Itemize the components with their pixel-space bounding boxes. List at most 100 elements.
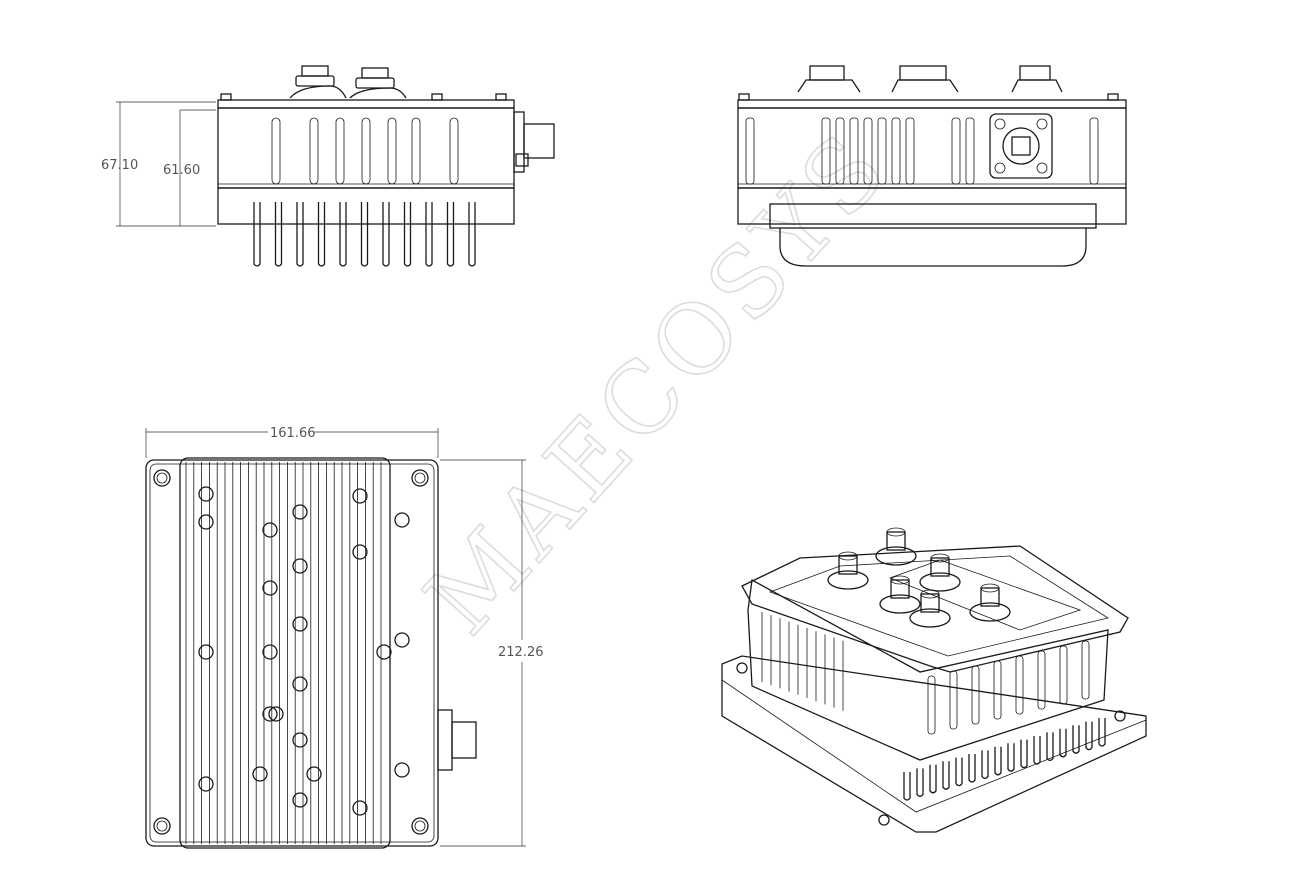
overall-height-label: 67.10 bbox=[101, 158, 138, 173]
fin-slot bbox=[335, 117, 345, 185]
width-label: 161.66 bbox=[270, 426, 316, 441]
mounting-hole bbox=[376, 644, 392, 660]
cooling-fin bbox=[1059, 645, 1068, 705]
connector-top bbox=[890, 575, 910, 585]
cooling-fin bbox=[1046, 732, 1054, 762]
fin-slot bbox=[965, 117, 975, 185]
mounting-hole bbox=[198, 486, 214, 502]
connector-nut bbox=[920, 593, 940, 613]
mounting-hole bbox=[394, 632, 410, 648]
cooling-fin bbox=[1033, 736, 1041, 765]
cooling-fin bbox=[253, 202, 261, 267]
mounting-hole bbox=[292, 676, 308, 692]
fin-slot bbox=[309, 117, 319, 185]
fin-slot bbox=[745, 117, 755, 185]
fin-slot bbox=[387, 117, 397, 185]
fin-slot bbox=[891, 117, 901, 185]
fin-slot bbox=[449, 117, 459, 185]
front-view bbox=[737, 65, 1127, 267]
mounting-hole bbox=[262, 522, 278, 538]
cooling-fin bbox=[1037, 650, 1046, 710]
fin-slot bbox=[835, 117, 845, 185]
top-view bbox=[145, 457, 477, 849]
connector-nut bbox=[980, 587, 1000, 607]
cooling-fin bbox=[942, 761, 950, 790]
cooling-fin bbox=[403, 202, 412, 267]
mounting-hole bbox=[262, 644, 278, 660]
dimension-overall-height: 67.10 bbox=[101, 101, 216, 227]
cooling-fin bbox=[994, 746, 1002, 776]
connector-nut bbox=[890, 579, 910, 599]
dimension-body-height: 61.60 bbox=[163, 109, 216, 226]
mounting-hole bbox=[198, 776, 214, 792]
connector-base bbox=[919, 572, 961, 592]
cooling-fin bbox=[1059, 728, 1067, 758]
connector-nut bbox=[930, 557, 950, 577]
cooling-fin bbox=[927, 675, 936, 735]
cooling-fin bbox=[425, 202, 433, 267]
connector-base bbox=[879, 594, 921, 614]
fin-slot bbox=[863, 117, 873, 185]
cooling-fin bbox=[916, 768, 924, 798]
cooling-fin bbox=[1007, 743, 1015, 772]
body-height-label: 61.60 bbox=[163, 163, 200, 178]
mounting-hole bbox=[292, 558, 308, 574]
mounting-hole bbox=[268, 706, 284, 722]
fin-slot bbox=[905, 117, 915, 185]
mounting-hole bbox=[198, 644, 214, 660]
length-label: 212.26 bbox=[498, 645, 544, 660]
connector-top bbox=[930, 553, 950, 563]
connector-top bbox=[886, 527, 906, 537]
dimension-width: 161.66 bbox=[145, 426, 439, 458]
cooling-fin bbox=[1072, 725, 1080, 754]
connector-top bbox=[838, 551, 858, 561]
connector-nut bbox=[886, 531, 906, 551]
cooling-fin bbox=[968, 754, 976, 783]
cooling-fin bbox=[949, 670, 958, 730]
cooling-fin bbox=[274, 202, 283, 267]
mounting-hole bbox=[252, 766, 268, 782]
cooling-fin bbox=[1098, 718, 1106, 747]
cooling-fin bbox=[1020, 739, 1028, 769]
mounting-hole bbox=[352, 544, 368, 560]
connector-base bbox=[875, 546, 917, 566]
fin-slot bbox=[951, 117, 961, 185]
mounting-hole bbox=[292, 616, 308, 632]
mounting-hole bbox=[352, 800, 368, 816]
cooling-fin bbox=[360, 202, 369, 267]
mounting-hole bbox=[306, 766, 322, 782]
connector-base bbox=[827, 570, 869, 590]
mounting-hole bbox=[292, 732, 308, 748]
fin-slot bbox=[361, 117, 371, 185]
fin-slot bbox=[1089, 117, 1099, 185]
connector-top bbox=[920, 589, 940, 599]
connector-base bbox=[969, 602, 1011, 622]
fin-slot bbox=[877, 117, 887, 185]
mounting-hole bbox=[262, 706, 278, 722]
cooling-fin bbox=[317, 202, 326, 267]
cooling-fin bbox=[971, 665, 980, 725]
mounting-hole bbox=[352, 488, 368, 504]
dimension-length: 212.26 bbox=[440, 459, 544, 847]
cooling-fin bbox=[468, 202, 476, 267]
cooling-fin bbox=[296, 202, 304, 267]
cooling-fin bbox=[1081, 640, 1090, 700]
fin-slot bbox=[849, 117, 859, 185]
mounting-hole bbox=[394, 512, 410, 528]
fin-slot bbox=[411, 117, 421, 185]
cooling-fin bbox=[1015, 655, 1024, 715]
mounting-hole bbox=[394, 762, 410, 778]
cooling-fin bbox=[339, 202, 347, 267]
cooling-fin bbox=[993, 660, 1002, 720]
mounting-hole bbox=[262, 580, 278, 596]
mounting-hole bbox=[292, 792, 308, 808]
connector-top bbox=[980, 583, 1000, 593]
cooling-fin bbox=[981, 750, 989, 780]
isometric-view bbox=[721, 527, 1147, 833]
fin-slot bbox=[271, 117, 281, 185]
fin-slot bbox=[821, 117, 831, 185]
cooling-fin bbox=[1085, 721, 1093, 751]
side-view bbox=[217, 65, 555, 267]
cooling-fin bbox=[903, 772, 911, 801]
